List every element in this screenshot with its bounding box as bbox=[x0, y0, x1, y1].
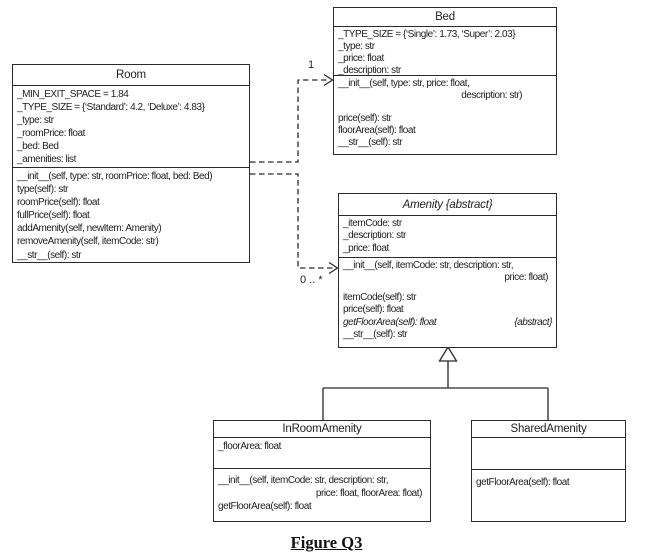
inheritance-triangle-icon bbox=[438, 345, 458, 362]
uml-attribute: _type: str bbox=[17, 115, 54, 127]
uml-attribute: _TYPE_SIZE = {‘Single’: 1.73, ‘Super’: 2… bbox=[338, 29, 516, 40]
bed-attributes: _TYPE_SIZE = {‘Single’: 1.73, ‘Super’: 2… bbox=[334, 27, 556, 76]
uml-method: removeAmenity(self, itemCode: str) bbox=[17, 236, 159, 248]
room-attributes: _MIN_EXIT_SPACE = 1.84 _TYPE_SIZE = {‘St… bbox=[13, 86, 249, 168]
uml-method: getFloorArea(self): float bbox=[218, 501, 312, 513]
abstract-tag: {abstract} bbox=[514, 316, 552, 328]
class-title: Bed bbox=[334, 8, 556, 27]
uml-method: __init__(self, type: str, roomPrice: flo… bbox=[17, 171, 213, 182]
uml-method: __str__(self): str bbox=[343, 329, 408, 341]
bed-methods: __init__(self, type: str, price: float, … bbox=[334, 76, 556, 154]
multiplicity-label-amenity: 0 .. * bbox=[300, 274, 323, 286]
open-arrowhead-amenity-icon bbox=[328, 261, 339, 275]
amenity-methods: __init__(self, itemCode: str, descriptio… bbox=[339, 258, 556, 347]
uml-method-continuation: price: float) bbox=[504, 272, 548, 284]
bed-class: Bed _TYPE_SIZE = {‘Single’: 1.73, ‘Super… bbox=[333, 7, 557, 155]
uml-attribute: _itemCode: str bbox=[343, 218, 402, 229]
uml-abstract-method-row: getFloorArea(self): float {abstract} bbox=[343, 317, 552, 329]
uml-method: __init__(self, itemCode: str, descriptio… bbox=[218, 475, 389, 486]
uml-attribute: _type: str bbox=[338, 41, 375, 53]
spacer bbox=[338, 102, 552, 113]
sharedamenity-attributes bbox=[472, 438, 625, 470]
uml-attribute: _price: float bbox=[338, 53, 384, 65]
uml-method: itemCode(self): str bbox=[343, 291, 417, 303]
class-title: InRoomAmenity bbox=[214, 421, 430, 438]
uml-attribute: _description: str bbox=[338, 65, 401, 77]
amenity-class: Amenity {abstract} _itemCode: str _descr… bbox=[338, 193, 557, 348]
uml-method: price(self): str bbox=[338, 113, 392, 125]
uml-method: __str__(self): str bbox=[17, 249, 82, 261]
dependency-line-room-bed bbox=[250, 79, 329, 163]
room-methods: __init__(self, type: str, roomPrice: flo… bbox=[13, 168, 249, 264]
class-title: Amenity {abstract} bbox=[339, 194, 556, 216]
uml-method-continuation: price: float, floorArea: float) bbox=[315, 488, 423, 500]
uml-method: __init__(self, type: str, price: float, bbox=[338, 78, 470, 89]
class-title: Room bbox=[13, 65, 249, 86]
open-arrowhead-bed-icon bbox=[323, 73, 334, 87]
sharedamenity-class: SharedAmenity getFloorArea(self): float bbox=[471, 420, 626, 522]
figure-caption: Figure Q3 bbox=[290, 533, 363, 552]
inroomamenity-attributes: _floorArea: float bbox=[214, 438, 430, 469]
uml-method: __str__(self): str bbox=[338, 137, 403, 149]
uml-method: type(self): str bbox=[17, 184, 69, 196]
uml-attribute: _bed: Bed bbox=[17, 141, 59, 153]
uml-method: price(self): float bbox=[343, 304, 404, 316]
sharedamenity-methods: getFloorArea(self): float bbox=[472, 470, 625, 521]
dependency-line-room-amenity bbox=[250, 173, 333, 269]
inroomamenity-class: InRoomAmenity _floorArea: float __init__… bbox=[213, 420, 431, 522]
inroomamenity-methods: __init__(self, itemCode: str, descriptio… bbox=[214, 469, 430, 521]
uml-attribute: _amenities: list bbox=[17, 154, 76, 166]
uml-method: getFloorArea(self): float bbox=[476, 477, 570, 488]
class-title: SharedAmenity bbox=[472, 421, 625, 438]
uml-method: floorArea(self): float bbox=[338, 125, 416, 137]
amenity-attributes: _itemCode: str _description: str _price:… bbox=[339, 216, 556, 258]
uml-attribute: _floorArea: float bbox=[218, 441, 281, 452]
room-class: Room _MIN_EXIT_SPACE = 1.84 _TYPE_SIZE =… bbox=[12, 64, 250, 263]
uml-attribute: _price: float bbox=[343, 242, 389, 254]
spacer bbox=[343, 285, 552, 292]
uml-attribute: _MIN_EXIT_SPACE = 1.84 bbox=[17, 89, 129, 100]
uml-method-continuation: description: str) bbox=[461, 90, 522, 102]
inheritance-lines bbox=[322, 361, 549, 420]
multiplicity-label-bed: 1 bbox=[308, 59, 315, 71]
uml-attribute: _TYPE_SIZE = {‘Standard’: 4.2, ‘Deluxe’:… bbox=[17, 102, 205, 114]
uml-attribute: _description: str bbox=[343, 230, 406, 242]
uml-method: getFloorArea(self): float bbox=[343, 316, 437, 328]
uml-method: roomPrice(self): float bbox=[17, 197, 100, 209]
uml-method: fullPrice(self): float bbox=[17, 210, 90, 222]
uml-method: __init__(self, itemCode: str, descriptio… bbox=[343, 260, 514, 271]
uml-attribute: _roomPrice: float bbox=[17, 128, 85, 140]
uml-method: addAmenity(self, newItem: Amenity) bbox=[17, 223, 162, 235]
